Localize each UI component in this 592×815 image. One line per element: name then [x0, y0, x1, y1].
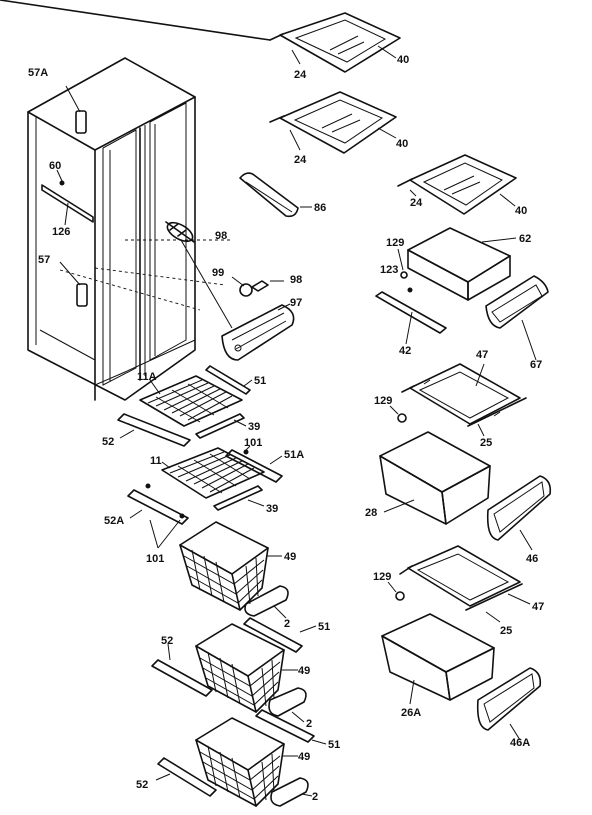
label-40-a: 40	[397, 54, 409, 66]
shelf-11a-wire	[139, 375, 243, 427]
label-51-d: 51	[328, 739, 340, 751]
part-2-handle-c	[270, 777, 313, 807]
label-86: 86	[314, 202, 326, 214]
label-49-b: 49	[298, 665, 310, 677]
label-42: 42	[399, 345, 411, 357]
part-129-clip-b	[389, 405, 407, 423]
part-2-handle-a	[244, 585, 289, 619]
part-47-frame-b	[399, 545, 531, 611]
callout-labels: 57A 60 126 57 98 99 98 97 86 24 40 24 40…	[28, 54, 544, 803]
part-67-drawer-front	[485, 275, 549, 361]
part-39-rail-a	[195, 413, 247, 439]
part-39-rail-b	[213, 485, 265, 511]
label-39-a: 39	[248, 421, 260, 433]
label-2-c: 2	[312, 791, 318, 803]
part-57-bracket	[59, 261, 88, 307]
label-49-c: 49	[298, 751, 310, 763]
part-129-clip-c	[387, 581, 405, 601]
shelf-11-wire	[161, 447, 265, 499]
part-101-clip-a	[243, 445, 251, 455]
label-57a: 57A	[28, 67, 48, 79]
label-40-b: 40	[396, 138, 408, 150]
label-28: 28	[365, 507, 377, 519]
part-52-rail-d	[155, 757, 217, 797]
label-126: 126	[52, 226, 70, 238]
part-46-drawer-front	[486, 475, 552, 551]
label-129-c: 129	[373, 571, 391, 583]
cabinet-outline	[27, 57, 230, 401]
label-52-c: 52	[161, 635, 173, 647]
shelf-top-2	[269, 91, 397, 154]
part-46a-drawer-front	[476, 667, 542, 741]
label-52-d: 52	[136, 779, 148, 791]
label-51a: 51A	[284, 449, 304, 461]
label-2-b: 2	[306, 718, 312, 730]
label-26a: 26A	[401, 707, 421, 719]
part-97-control-housing	[221, 303, 295, 361]
label-11: 11	[150, 455, 162, 467]
part-51-rail-d	[255, 709, 327, 745]
basket-49-b	[195, 623, 298, 713]
part-62-pan	[407, 227, 517, 301]
label-98-a: 98	[215, 230, 227, 242]
label-47-a: 47	[476, 349, 488, 361]
part-42-rail	[375, 291, 447, 345]
label-52-a: 52	[102, 436, 114, 448]
part-52a-rail	[127, 483, 189, 525]
part-126-rail	[41, 169, 94, 226]
shelf-top-3	[397, 154, 517, 215]
label-101-a: 101	[244, 437, 262, 449]
part-52-rail-c	[151, 643, 213, 697]
basket-49-c	[195, 717, 298, 807]
label-25-a: 25	[480, 437, 492, 449]
part-25-frame-a-label	[477, 423, 485, 437]
part-47-frame-a	[401, 363, 527, 427]
label-62: 62	[519, 233, 531, 245]
label-60: 60	[49, 160, 61, 172]
label-67: 67	[530, 359, 542, 371]
label-98-b: 98	[290, 274, 302, 286]
part-28-pan	[379, 431, 491, 525]
label-99: 99	[212, 267, 224, 279]
part-25-frame-b-label	[485, 611, 501, 623]
part-52-rail-a	[117, 413, 191, 447]
label-11a: 11A	[137, 371, 157, 383]
label-24-c: 24	[410, 197, 423, 209]
label-97: 97	[290, 297, 302, 309]
label-129-a: 129	[386, 237, 404, 249]
part-99-bulb	[231, 276, 284, 297]
part-51-rail-c	[243, 617, 317, 653]
label-49-a: 49	[284, 551, 296, 563]
label-57: 57	[38, 254, 50, 266]
part-57a-bracket	[65, 85, 87, 134]
label-46a: 46A	[510, 737, 530, 749]
label-25-b: 25	[500, 625, 512, 637]
part-86-deflector	[239, 172, 312, 218]
label-51-a: 51	[254, 375, 266, 387]
label-123: 123	[380, 264, 398, 276]
shelf-top-1	[0, 0, 401, 73]
label-2-a: 2	[284, 618, 290, 630]
part-51-rail-a	[205, 365, 253, 395]
part-123-clip	[397, 248, 413, 293]
label-24-b: 24	[294, 154, 307, 166]
part-26a-pan	[381, 613, 495, 705]
label-24-a: 24	[294, 69, 307, 81]
label-101-b: 101	[146, 553, 164, 565]
label-129-b: 129	[374, 395, 392, 407]
part-98-light-socket	[165, 221, 233, 329]
part-101-clips-b	[149, 513, 185, 549]
label-39-b: 39	[266, 503, 278, 515]
part-2-handle-b	[268, 687, 307, 723]
label-47-b: 47	[532, 601, 544, 613]
label-51-c: 51	[318, 621, 330, 633]
label-52a: 52A	[104, 515, 124, 527]
label-46: 46	[526, 553, 538, 565]
label-40-c: 40	[515, 205, 527, 217]
basket-49-a	[179, 521, 282, 611]
